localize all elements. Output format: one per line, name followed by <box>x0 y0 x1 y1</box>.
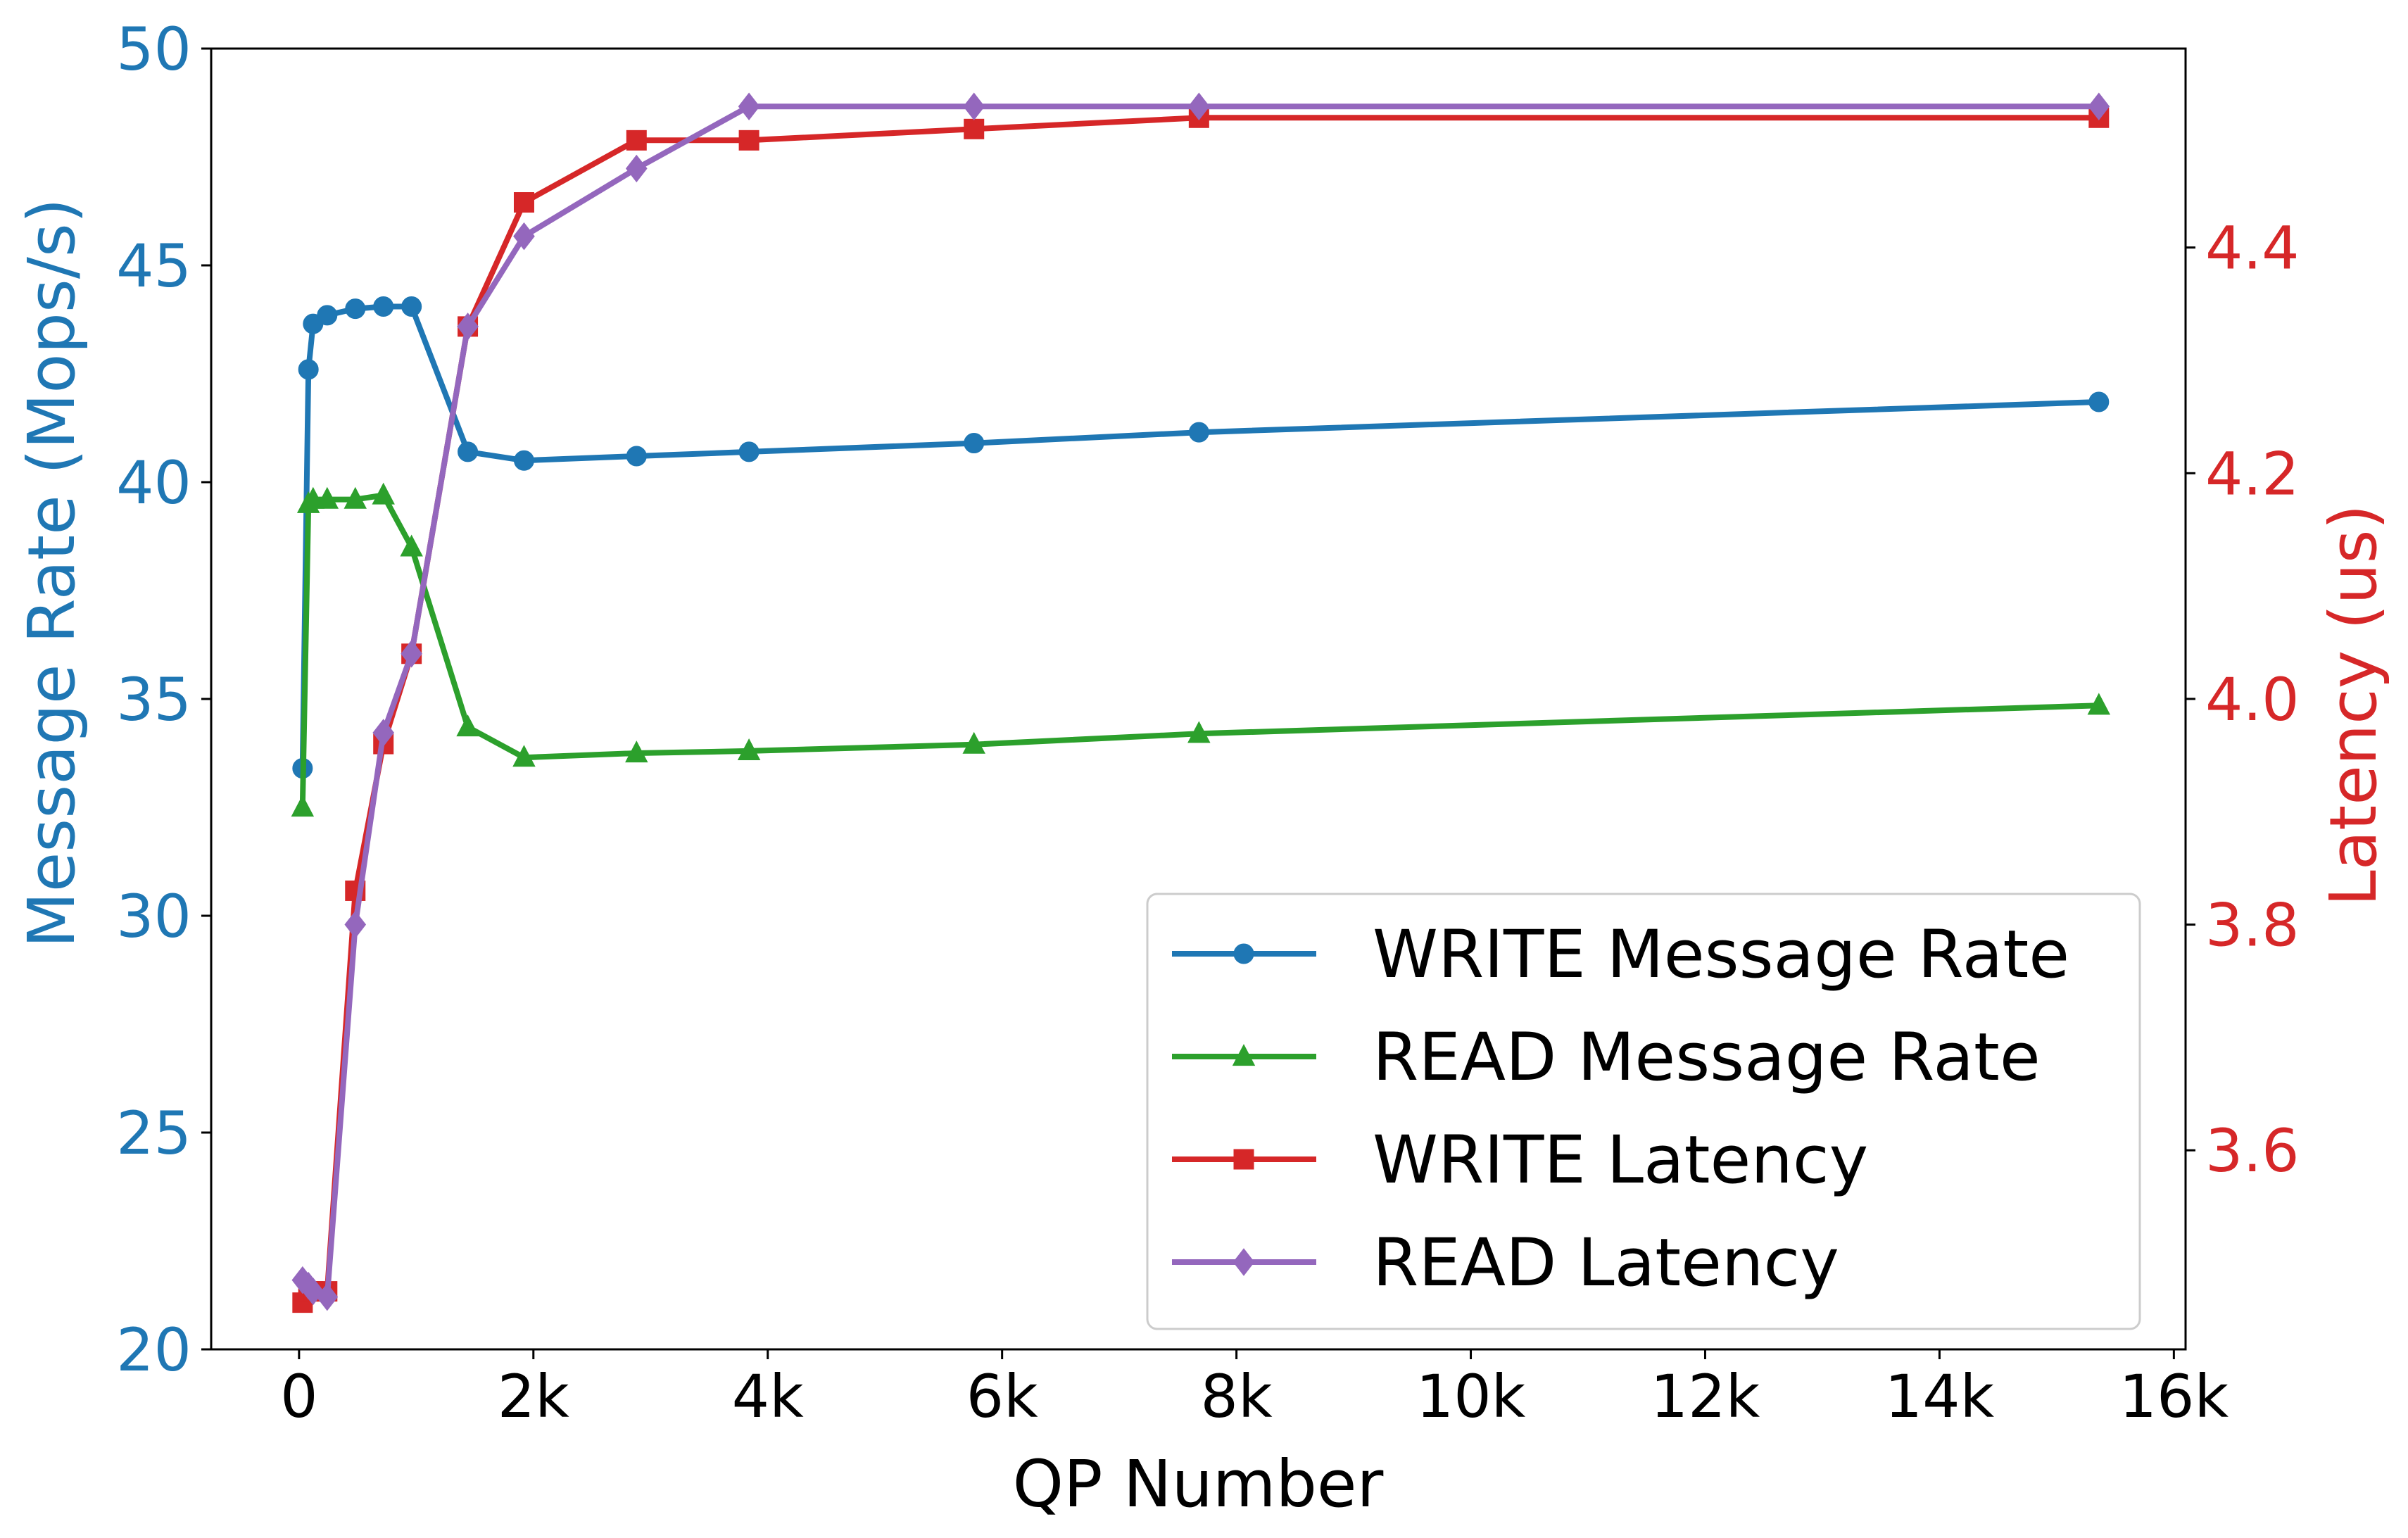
data-point-write-message-rate <box>626 446 647 467</box>
y-right-tick-label: 4.4 <box>2205 214 2300 283</box>
data-point-read-latency <box>738 92 760 120</box>
data-point-write-latency <box>964 118 985 139</box>
y-right-tick-label: 3.6 <box>2205 1116 2300 1185</box>
y-left-tick-label: 30 <box>116 882 191 951</box>
legend-marker <box>1233 1149 1254 1170</box>
data-point-read-latency <box>513 222 535 251</box>
y-left-tick-label: 20 <box>116 1316 191 1385</box>
data-point-read-message-rate <box>512 745 536 767</box>
data-point-read-message-rate <box>372 482 395 505</box>
legend-item-read-latency: READ Latency <box>1172 1225 1839 1301</box>
series-line-read-message-rate <box>299 492 2102 810</box>
x-tick-label: 4k <box>732 1362 804 1431</box>
x-tick-label: 14k <box>1885 1362 1995 1431</box>
data-point-read-message-rate <box>400 534 423 557</box>
legend-label: READ Message Rate <box>1373 1019 2041 1096</box>
data-point-read-latency <box>1187 92 1210 120</box>
data-point-write-message-rate <box>738 441 759 462</box>
data-point-read-latency <box>344 910 367 939</box>
series-write-message-rate <box>292 296 2110 779</box>
y-left-tick-label: 35 <box>116 665 191 734</box>
data-point-read-message-rate <box>625 740 648 763</box>
data-point-read-message-rate <box>962 731 985 754</box>
series-layer <box>291 92 2111 1313</box>
data-point-write-message-rate <box>964 433 985 454</box>
x-tick-label: 2k <box>498 1362 569 1431</box>
series-read-latency <box>291 92 2110 1311</box>
data-point-write-message-rate <box>317 305 338 326</box>
data-point-write-latency <box>513 192 534 213</box>
data-point-write-message-rate <box>401 296 422 317</box>
data-point-read-latency <box>625 154 648 183</box>
data-point-write-message-rate <box>2088 391 2110 412</box>
legend-label: WRITE Message Rate <box>1373 916 2069 993</box>
legend-marker <box>1232 1044 1256 1066</box>
y-right-tick-label: 3.8 <box>2205 891 2300 960</box>
data-point-write-message-rate <box>373 296 394 317</box>
series-line-write-message-rate <box>299 303 2102 771</box>
y-left-tick-label: 40 <box>116 448 191 517</box>
x-axis-label: QP Number <box>1013 1446 1384 1522</box>
y-axis-right-label: Latency (us) <box>2316 505 2391 907</box>
data-point-read-latency <box>316 1282 339 1311</box>
x-tick-label: 10k <box>1416 1362 1526 1431</box>
data-point-write-message-rate <box>513 450 534 471</box>
x-tick-label: 16k <box>2119 1362 2229 1431</box>
data-point-write-latency <box>626 130 647 151</box>
y-left-tick-label: 45 <box>116 232 191 301</box>
legend-label: WRITE Latency <box>1373 1122 1868 1199</box>
data-point-read-message-rate <box>315 486 339 509</box>
legend-marker <box>1233 943 1254 964</box>
legend-label: READ Latency <box>1373 1225 1839 1301</box>
legend-item-write-message-rate: WRITE Message Rate <box>1172 916 2069 993</box>
y-left-tick-label: 50 <box>116 15 191 84</box>
data-point-write-message-rate <box>458 441 479 462</box>
data-point-read-latency <box>372 719 395 747</box>
y-axis-right: 3.6 3.8 4.0 4.2 4.4 <box>2186 214 2300 1185</box>
x-tick-label: 12k <box>1651 1362 1760 1431</box>
data-point-read-message-rate <box>301 486 325 509</box>
x-tick-label: 8k <box>1201 1362 1273 1431</box>
x-tick-label: 0 <box>280 1362 317 1431</box>
y-left-tick-label: 25 <box>116 1099 191 1168</box>
data-point-read-message-rate <box>737 738 761 761</box>
x-axis: 0 2k 4k 6k 8k 10k 12k 14k 16k <box>280 1349 2229 1431</box>
legend-frame <box>1146 893 2141 1330</box>
data-point-read-latency <box>401 640 422 668</box>
data-point-write-message-rate <box>1188 422 1209 443</box>
legend-marker <box>1233 1248 1255 1276</box>
data-point-read-message-rate <box>1187 721 1211 743</box>
data-point-read-message-rate <box>343 486 367 509</box>
data-point-write-message-rate <box>345 298 366 320</box>
data-point-read-message-rate <box>456 714 479 737</box>
y-right-tick-label: 4.2 <box>2205 439 2300 508</box>
series-read-message-rate <box>291 482 2111 817</box>
data-point-write-message-rate <box>298 359 319 380</box>
x-tick-label: 6k <box>966 1362 1038 1431</box>
data-point-read-latency <box>2088 92 2110 120</box>
data-point-read-latency <box>963 92 985 120</box>
data-point-write-latency <box>738 130 759 151</box>
data-point-read-message-rate <box>2087 693 2111 715</box>
data-point-read-message-rate <box>291 795 315 817</box>
y-axis-left: 20 25 30 35 40 45 50 <box>116 15 211 1385</box>
legend-item-write-latency: WRITE Latency <box>1172 1122 1868 1199</box>
y-right-tick-label: 4.0 <box>2205 665 2300 734</box>
legend-item-read-message-rate: READ Message Rate <box>1172 1019 2041 1096</box>
y-axis-left-label: Message Rate (Mops/s) <box>14 198 89 947</box>
data-point-read-latency <box>457 313 479 341</box>
